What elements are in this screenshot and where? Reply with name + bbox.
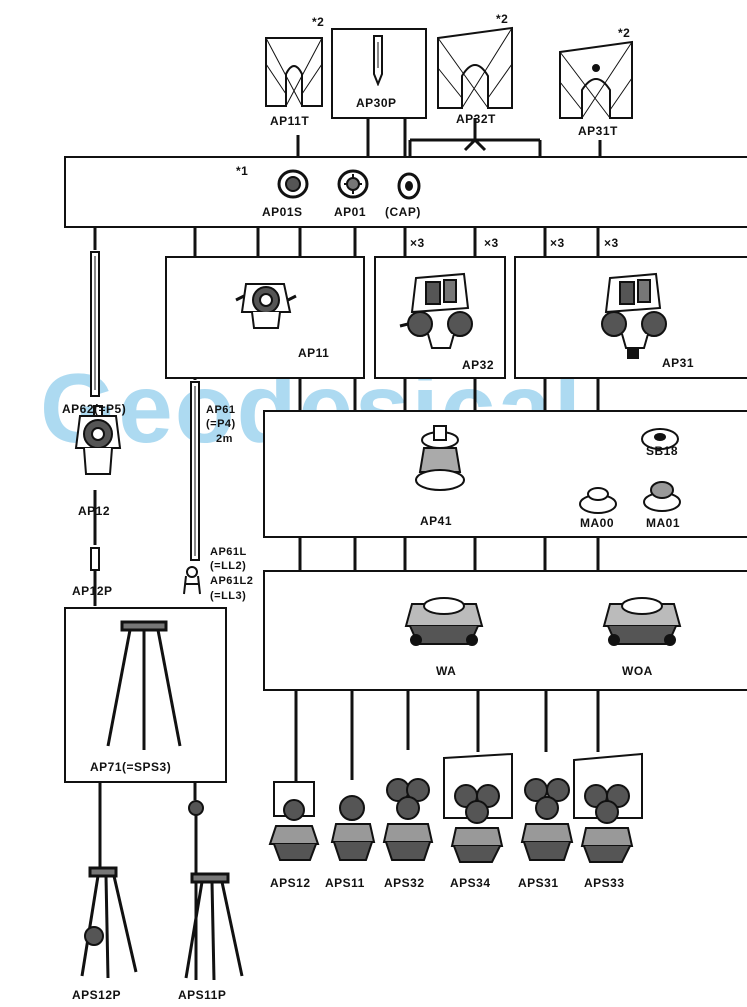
aps-set-icon <box>380 750 436 866</box>
label-ma01: MA01 <box>646 516 680 530</box>
prism-pole-icon <box>186 380 204 564</box>
label-ap30p: AP30P <box>356 96 397 110</box>
label-aps11: APS11 <box>325 876 365 890</box>
label-aps34: APS34 <box>450 876 491 890</box>
label-ap61-2: (=P4) <box>206 418 236 430</box>
level-icon <box>180 564 206 598</box>
label-ma00: MA00 <box>580 516 614 530</box>
label-ap31t: AP31T <box>578 124 618 138</box>
label-ap61l-3: AP61L2 <box>210 575 253 587</box>
prism-pole-icon <box>86 250 104 400</box>
label-ap32: AP32 <box>462 358 494 372</box>
label-ap12: AP12 <box>78 504 110 518</box>
label-ap32t: AP32T <box>456 112 496 126</box>
single-prism-icon <box>368 34 388 86</box>
triple-prism-holder-icon <box>594 268 674 360</box>
label-ap61-1: AP61 <box>206 404 236 416</box>
aps-set-icon <box>268 780 324 866</box>
label-ap61l-1: AP61L <box>210 546 247 558</box>
cap-icon <box>396 172 422 200</box>
label-wa: WA <box>436 664 456 678</box>
label-ap61-3: 2m <box>216 433 233 445</box>
tripod-icon <box>178 798 248 984</box>
aps-set-icon <box>440 752 516 866</box>
single-prism-holder-icon <box>66 404 130 490</box>
prism-target-icon <box>434 24 516 112</box>
label-ap61l-2: (=LL2) <box>210 560 246 572</box>
label-aps11p: APS11P <box>178 988 226 1002</box>
label-ap41: AP41 <box>420 514 452 528</box>
label-ap62: AP62(=P5) <box>62 402 126 416</box>
label-ap31: AP31 <box>662 356 694 370</box>
aps-set-icon <box>518 750 576 866</box>
label-ap11t: AP11T <box>270 114 309 128</box>
label-aps33: APS33 <box>584 876 625 890</box>
prism-target-icon <box>556 38 636 122</box>
label-ap11: AP11 <box>298 346 329 360</box>
tripod-icon <box>74 812 144 982</box>
single-prism-holder-icon <box>234 272 298 338</box>
prism-target-icon <box>262 34 326 110</box>
label-star2-ap32t: *2 <box>496 12 508 26</box>
ma01-icon <box>642 476 682 514</box>
label-ap01: AP01 <box>334 205 366 219</box>
aps-set-icon <box>570 752 646 866</box>
aps-set-icon <box>328 766 378 866</box>
tribrach-adapter-icon <box>412 424 468 498</box>
triple-prism-holder-icon <box>398 268 482 354</box>
label-x3-3: ×3 <box>550 236 565 250</box>
adapter-icon <box>336 168 370 200</box>
label-aps12p: APS12P <box>72 988 121 1002</box>
label-sb18: SB18 <box>646 444 678 458</box>
label-x3-2: ×3 <box>484 236 499 250</box>
pole-adapter-icon <box>86 546 104 572</box>
label-star2-ap11t: *2 <box>312 15 324 29</box>
label-x3-4: ×3 <box>604 236 619 250</box>
label-ap61l-4: (=LL3) <box>210 590 246 602</box>
ma00-icon <box>578 482 618 516</box>
tripod-icon <box>100 618 190 756</box>
label-ap01s: AP01S <box>262 205 303 219</box>
label-woa: WOA <box>622 664 653 678</box>
label-cap: (CAP) <box>385 205 421 219</box>
label-aps12: APS12 <box>270 876 311 890</box>
tribrach-icon <box>600 594 684 656</box>
label-x3-1: ×3 <box>410 236 425 250</box>
tribrach-icon <box>402 594 486 656</box>
label-star1: *1 <box>236 164 248 178</box>
label-ap12p: AP12P <box>72 584 113 598</box>
label-aps31: APS31 <box>518 876 559 890</box>
label-aps32: APS32 <box>384 876 425 890</box>
adapter-icon <box>276 168 310 200</box>
label-star2-ap31t: *2 <box>618 26 630 40</box>
label-ap71: AP71(=SPS3) <box>90 760 171 774</box>
